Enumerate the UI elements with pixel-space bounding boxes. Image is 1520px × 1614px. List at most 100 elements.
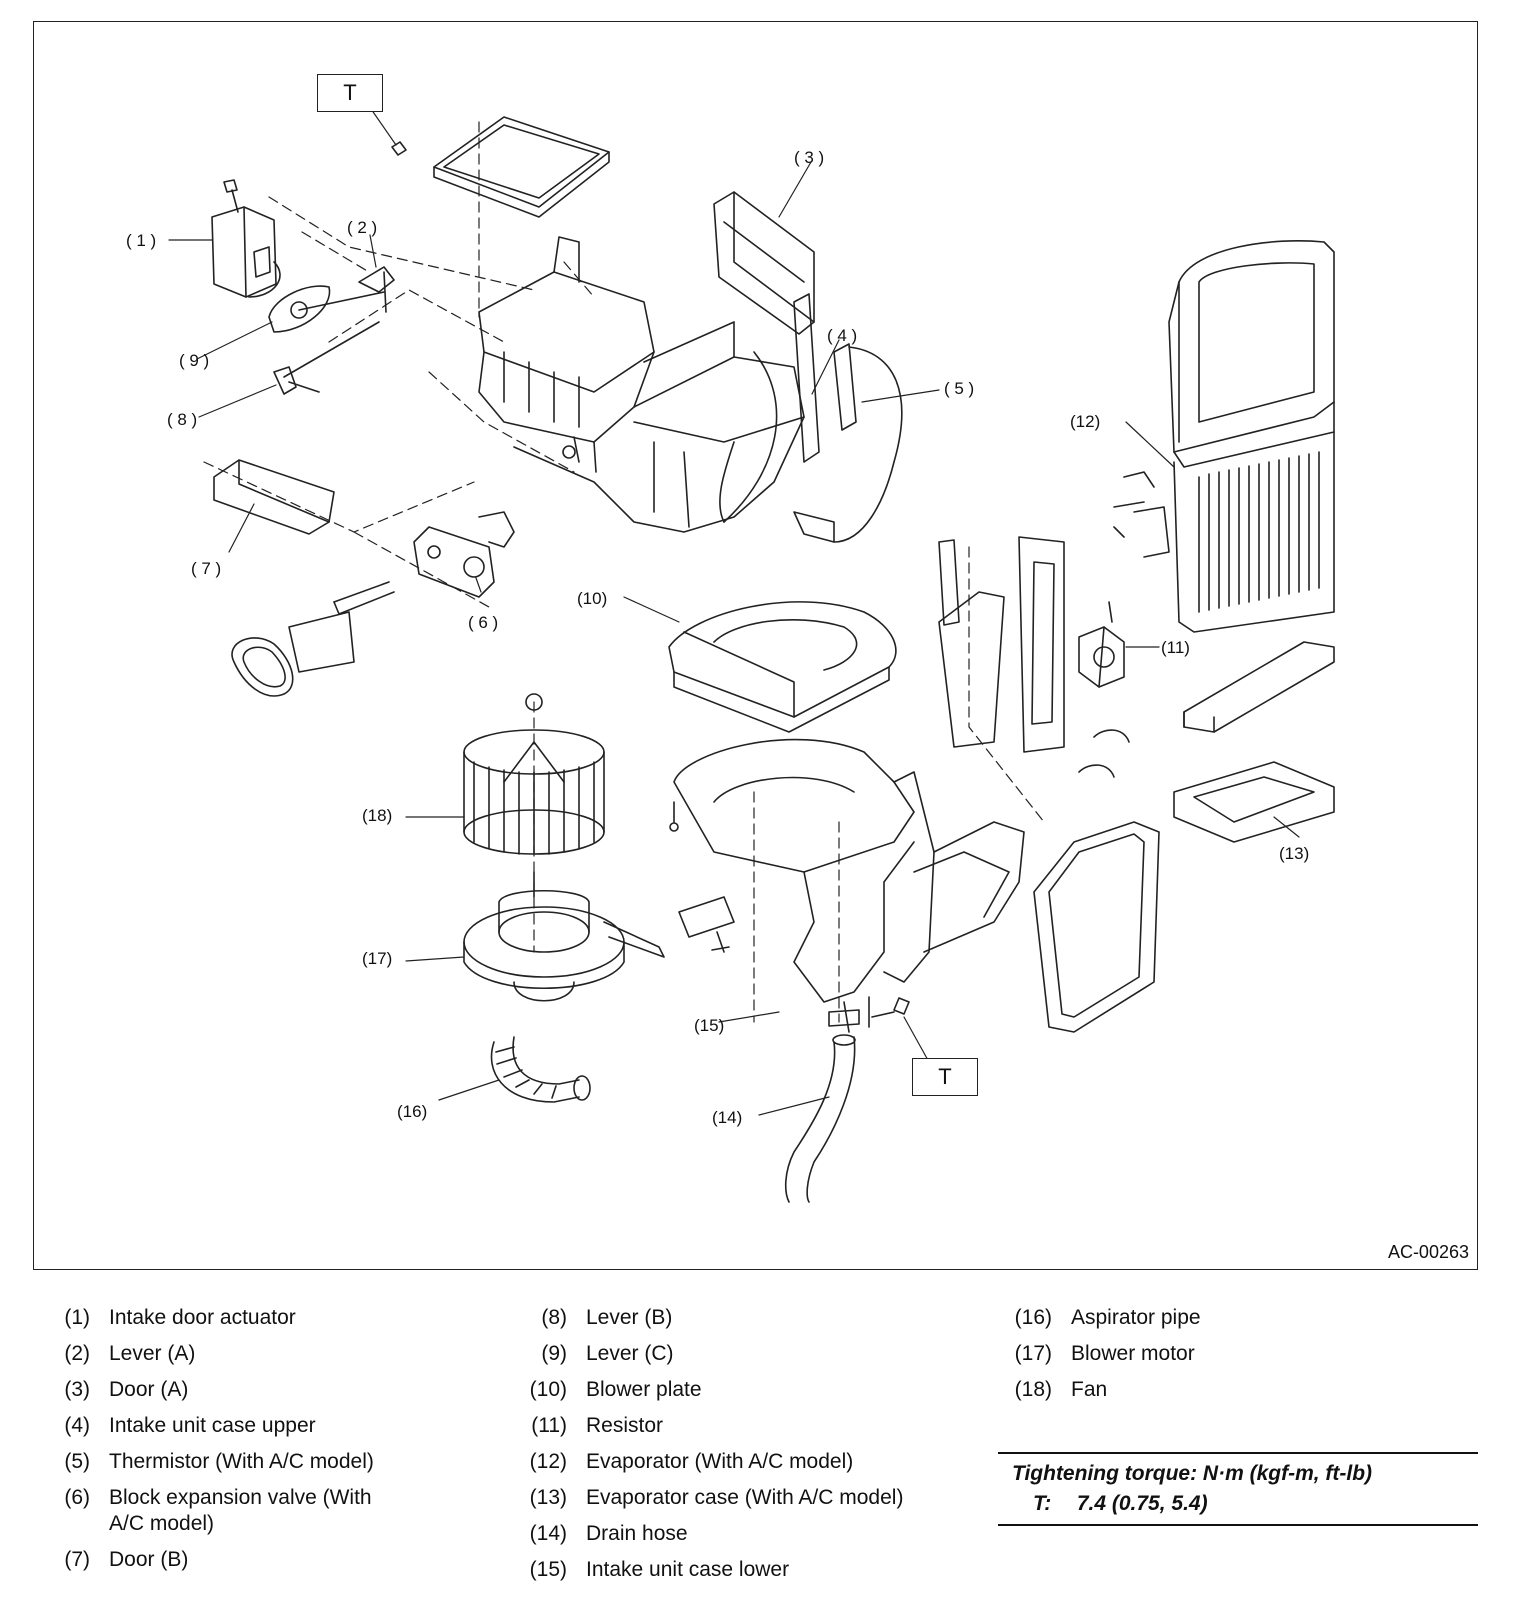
callout-10: (10) xyxy=(577,589,608,608)
thermistor xyxy=(793,343,903,543)
legend-text: Evaporator case (With A/C model) xyxy=(586,1486,904,1509)
legend-text: Thermistor (With A/C model) xyxy=(109,1450,374,1473)
legend-text: Aspirator pipe xyxy=(1071,1306,1201,1329)
legend-text: Lever (B) xyxy=(586,1306,673,1329)
block-expansion-valve xyxy=(288,511,515,673)
legend-text: Intake unit case upper xyxy=(109,1414,316,1437)
lever-c xyxy=(268,285,385,333)
torque-value: 7.4 (0.75, 5.4) xyxy=(1076,1492,1208,1515)
torque-header: Tightening torque: N·m (kgf-m, ft-lb) xyxy=(1012,1462,1373,1485)
legend-column-1: (1)Intake door actuator (2) Lever (A) (3)… xyxy=(28,1305,498,1583)
fan xyxy=(463,693,605,855)
legend-text: Block expansion valve (With A/C model) xyxy=(109,1486,372,1535)
legend-text: Intake unit case lower xyxy=(586,1558,790,1581)
legend-text: Lever (A) xyxy=(109,1342,196,1365)
drain-hose xyxy=(784,1009,860,1203)
legend-text: Intake door actuator xyxy=(109,1306,296,1329)
legend-item: (5) Thermistor (With A/C model) xyxy=(28,1449,498,1475)
legend-text: Blower plate xyxy=(586,1378,702,1401)
legend-text: Resistor xyxy=(586,1414,664,1437)
resistor xyxy=(1078,601,1125,688)
callout-2: ( 2 ) xyxy=(347,218,378,237)
torque-table-top-rule xyxy=(998,1452,1478,1454)
legend-number: (13) xyxy=(529,1486,567,1509)
blower-motor xyxy=(463,871,665,1002)
torque-table-bottom-rule xyxy=(998,1524,1478,1526)
legend-number: (10) xyxy=(529,1378,567,1401)
legend-text: Door (B) xyxy=(109,1548,189,1571)
callout-1: ( 1 ) xyxy=(126,231,157,250)
legend-number: (12) xyxy=(529,1450,567,1473)
legend-item: (9)Lever (C) xyxy=(505,1341,1005,1367)
case-upper-strip xyxy=(723,293,820,523)
legend-column-2: (8) Lever (B) (9)Lever (C) (10) Blower pla… xyxy=(505,1305,1005,1593)
legend-item: (14)Drain hose xyxy=(505,1521,1005,1547)
evaporator-bracket xyxy=(1183,641,1335,733)
legend-item: (6)Block expansion valve (With A/C model… xyxy=(28,1485,498,1537)
legend-item: (1)Intake door actuator xyxy=(28,1305,498,1331)
callout-6: ( 6 ) xyxy=(468,613,499,632)
callout-15: (15) xyxy=(694,1016,725,1035)
gasket-frame-top xyxy=(433,116,610,218)
legend-item: (4) Intake unit case upper xyxy=(28,1413,498,1439)
callout-8: ( 8 ) xyxy=(167,410,198,429)
figure-id: AC-00263 xyxy=(1387,1242,1469,1262)
legend-text: Evaporator (With A/C model) xyxy=(586,1450,854,1473)
legend-number: (3) xyxy=(64,1378,90,1401)
legend-number: (16) xyxy=(1014,1306,1052,1329)
callout-7: ( 7 ) xyxy=(191,559,222,578)
legend-item: (15) Intake unit case lower xyxy=(505,1557,1005,1583)
evaporator-case xyxy=(1173,761,1335,843)
legend-item: (8) Lever (B) xyxy=(505,1305,1005,1331)
torque-marker-top: T xyxy=(317,74,383,112)
diagram-drawing xyxy=(168,105,1335,1203)
legend-text: Blower motor xyxy=(1071,1342,1195,1365)
aspirator-pipe xyxy=(490,1036,591,1103)
legend-item: (12) Evaporator (With A/C model) xyxy=(505,1449,1005,1475)
lever-b xyxy=(273,366,320,395)
legend-number: (9) xyxy=(541,1342,567,1365)
legend-item: (3) Door (A) xyxy=(28,1377,498,1403)
callout-18: (18) xyxy=(362,806,393,825)
legend-number: (7) xyxy=(64,1548,90,1571)
legend-number: (5) xyxy=(64,1450,90,1473)
callout-9: ( 9 ) xyxy=(179,351,210,370)
callout-3: ( 3 ) xyxy=(794,148,825,167)
lever-a xyxy=(283,266,395,378)
callout-4: ( 4 ) xyxy=(827,326,858,345)
legend-number: (4) xyxy=(64,1414,90,1437)
gasket-ring-small xyxy=(231,637,294,697)
exploded-parts-diagram: T T ( 1 ) ( 2 ) ( 3 ) ( 4 ) ( 5 ) ( 6 ) … xyxy=(33,21,1478,1270)
legend-item: (18) Fan xyxy=(990,1377,1290,1403)
legend-text: Door (A) xyxy=(109,1378,189,1401)
torque-marker-bottom: T xyxy=(912,1058,978,1096)
leader-lines xyxy=(168,105,1300,1116)
legend-number: (18) xyxy=(1014,1378,1052,1401)
assembly-guide-lines xyxy=(203,121,1045,1023)
callout-12: (12) xyxy=(1070,412,1101,431)
callout-17: (17) xyxy=(362,949,393,968)
intake-case-lower xyxy=(669,738,1025,1033)
legend-item: (17)Blower motor xyxy=(990,1341,1290,1367)
legend-item: (2) Lever (A) xyxy=(28,1341,498,1367)
door-a xyxy=(713,191,815,335)
legend-item: (16) Aspirator pipe xyxy=(990,1305,1290,1331)
callout-11: (11) xyxy=(1161,638,1190,657)
callout-5: ( 5 ) xyxy=(944,379,975,398)
case-seals xyxy=(938,536,1130,778)
door-b xyxy=(213,459,335,535)
evaporator xyxy=(1113,239,1335,633)
blower-plate xyxy=(668,601,897,733)
callout-16: (16) xyxy=(397,1102,428,1121)
intake-door-actuator xyxy=(211,179,281,298)
legend-number: (15) xyxy=(529,1558,567,1581)
legend-text: Fan xyxy=(1071,1378,1108,1401)
legend-number: (8) xyxy=(541,1306,567,1329)
legend-column-3: (16) Aspirator pipe (17)Blower motor (18)… xyxy=(990,1305,1290,1413)
legend-number: (2) xyxy=(64,1342,90,1365)
legend-item: (11)Resistor xyxy=(505,1413,1005,1439)
legend-item: (10) Blower plate xyxy=(505,1377,1005,1403)
intake-case-upper xyxy=(478,236,805,533)
torque-row: T: 7.4 (0.75, 5.4) xyxy=(998,1486,1478,1524)
legend-number: (14) xyxy=(529,1522,567,1545)
